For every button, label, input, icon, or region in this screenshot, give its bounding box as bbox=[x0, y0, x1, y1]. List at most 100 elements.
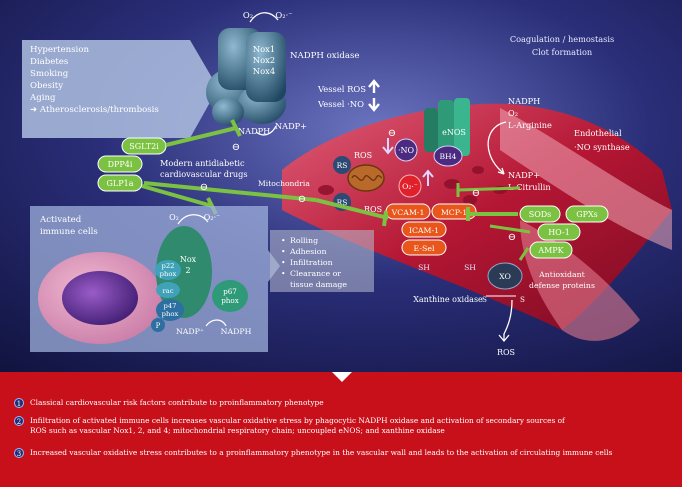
nox-superoxide: O₂·⁻ bbox=[275, 10, 292, 20]
ho1-label: HO-1 bbox=[548, 228, 570, 237]
immune-nadp-plus: NADP⁺ bbox=[176, 327, 204, 336]
immune-label-2: immune cells bbox=[40, 227, 98, 237]
dpp4i-label: DPP4i bbox=[108, 160, 133, 169]
immune-o2: O₂ bbox=[169, 213, 179, 222]
vessel-wall-highlight bbox=[500, 108, 672, 250]
legend-text-1: Classical cardiovascular risk factors co… bbox=[30, 398, 324, 407]
antioxidant-pills bbox=[519, 205, 609, 259]
enos-column-3 bbox=[424, 108, 438, 152]
nox-o2-arrow bbox=[249, 12, 279, 23]
gpxs-label: GPXs bbox=[576, 210, 598, 219]
legend-panel: 1 Classical cardiovascular risk factors … bbox=[0, 372, 682, 487]
no-radical-bubble bbox=[394, 138, 418, 162]
sh-label-2: SH bbox=[464, 263, 476, 272]
inhibit-symbol-3: ⊖ bbox=[298, 194, 306, 205]
risk-factor-1: Hypertension bbox=[30, 45, 89, 55]
xo-s-right: S bbox=[520, 295, 525, 304]
immune-label-1: Activated bbox=[39, 215, 82, 225]
enos-title-2: ·NO synthase bbox=[574, 142, 630, 152]
rac-shape bbox=[156, 282, 180, 298]
enos-title-1: Endothelial bbox=[574, 128, 622, 138]
risk-factor-box bbox=[22, 40, 218, 138]
phosphate-shape bbox=[151, 318, 165, 332]
rac-label: rac bbox=[162, 287, 173, 295]
outcome-infiltration: • bbox=[281, 258, 286, 267]
legend-number-3: 3 bbox=[14, 448, 24, 458]
risk-factor-4: Obesity bbox=[30, 81, 63, 91]
antioxidant-inhibit-line-3 bbox=[457, 186, 521, 192]
xo-ros-arrow-head bbox=[498, 334, 510, 343]
xo-s-left: S bbox=[482, 295, 487, 304]
immune-superoxide: O₂·⁻ bbox=[204, 213, 221, 222]
nox-o2: O₂ bbox=[243, 10, 253, 20]
ampk-label: AMPK bbox=[537, 246, 564, 255]
legend-text-2: Infiltration of activated immune cells i… bbox=[30, 416, 565, 435]
drug-to-adhesion-line bbox=[315, 198, 389, 220]
antioxidant-label-2: defense proteins bbox=[529, 281, 595, 290]
immune-cell-nucleus bbox=[62, 271, 138, 325]
inhibit-symbol-1: ⊖ bbox=[232, 142, 240, 153]
sh-label-1: SH bbox=[418, 263, 430, 272]
outcomes-box bbox=[270, 230, 374, 292]
drug-to-nox-bar bbox=[230, 119, 242, 137]
nox2-label: Nox2 bbox=[253, 55, 275, 65]
p22-phox-label: phox bbox=[160, 270, 177, 278]
p67-label: p67 bbox=[223, 287, 237, 296]
rs-upper-label: RS bbox=[337, 161, 348, 170]
phosphate-label: P bbox=[156, 322, 161, 330]
mitochondria-label: Mitochondria bbox=[258, 179, 310, 188]
xo-ros-arrow bbox=[503, 299, 513, 340]
enos-column-1 bbox=[438, 100, 454, 156]
glp1a-label: GLP1a bbox=[107, 179, 134, 188]
legend-item-1: 1 Classical cardiovascular risk factors … bbox=[14, 398, 664, 408]
nox4-label: Nox4 bbox=[253, 66, 275, 76]
immune-o2-arrow bbox=[177, 214, 209, 225]
drug-label-2: cardiovascular drugs bbox=[160, 169, 248, 179]
immune-nadph-arrow bbox=[205, 319, 227, 327]
legend-number-2: 2 bbox=[14, 416, 24, 426]
outcome-rolling: • bbox=[281, 236, 286, 245]
nox2-label-1: Nox bbox=[180, 255, 197, 264]
inhibit-symbol-2: ⊖ bbox=[200, 182, 208, 193]
vessel-ros-up-icon bbox=[368, 79, 380, 93]
enos-nadph: NADPH bbox=[508, 96, 540, 106]
vessel-no-label: Vessel ·NO bbox=[317, 99, 364, 109]
outcome-clearance: • bbox=[281, 269, 286, 278]
nadph-oxidase-complex bbox=[206, 28, 286, 126]
risk-factor-2: Diabetes bbox=[30, 57, 68, 67]
p47-phox-label: phox bbox=[162, 310, 179, 318]
mito-ros-upper: ROS bbox=[354, 151, 372, 160]
nadph-oxidase-label: NADPH oxidase bbox=[290, 51, 360, 61]
inhibit-symbol-6: ⊖ bbox=[508, 232, 516, 243]
drug-label-1: Modern antidiabetic bbox=[160, 158, 245, 168]
legend-item-3: 3 Increased vascular oxidative stress co… bbox=[14, 448, 664, 458]
superoxide-up-icon bbox=[422, 169, 434, 186]
enos-o2: O₂ bbox=[508, 108, 518, 118]
p47-label: p47 bbox=[164, 302, 177, 310]
p47phox-shape bbox=[156, 299, 184, 321]
p67-phox-label: phox bbox=[221, 296, 239, 305]
drug-pills bbox=[97, 137, 167, 192]
legend-number-1: 1 bbox=[14, 398, 24, 408]
adhesion-molecules bbox=[385, 203, 477, 256]
immune-nadph: NADPH bbox=[221, 327, 252, 336]
xo-ros-label: ROS bbox=[497, 348, 515, 357]
nox-nadph: NADPH bbox=[238, 126, 270, 136]
superoxide-bubble bbox=[398, 174, 422, 198]
p22-label: p22 bbox=[162, 262, 175, 270]
outcome-adhesion: • bbox=[281, 247, 286, 256]
risk-factor-5: Aging bbox=[29, 93, 56, 103]
enos-nadp-plus: NADP+ bbox=[508, 170, 540, 180]
mito-ros-lower: ROS bbox=[364, 205, 382, 214]
nox-nadph-arrow bbox=[255, 125, 277, 136]
risk-factor-6: ➜ Atherosclerosis/thrombosis bbox=[30, 105, 159, 115]
enos-label: eNOS bbox=[442, 128, 466, 137]
inhibit-symbol-4: ⊖ bbox=[388, 128, 396, 139]
enos-arginine: L-Arginine bbox=[508, 120, 552, 130]
outcome-adhesion-label: Adhesion bbox=[289, 247, 326, 256]
antioxidant-inhibit-line-4 bbox=[518, 247, 530, 261]
rs-lower-label: RS bbox=[337, 198, 348, 207]
sglt2i-label: SGLT2i bbox=[129, 142, 159, 151]
no-radical-label: ·NO bbox=[398, 146, 415, 155]
